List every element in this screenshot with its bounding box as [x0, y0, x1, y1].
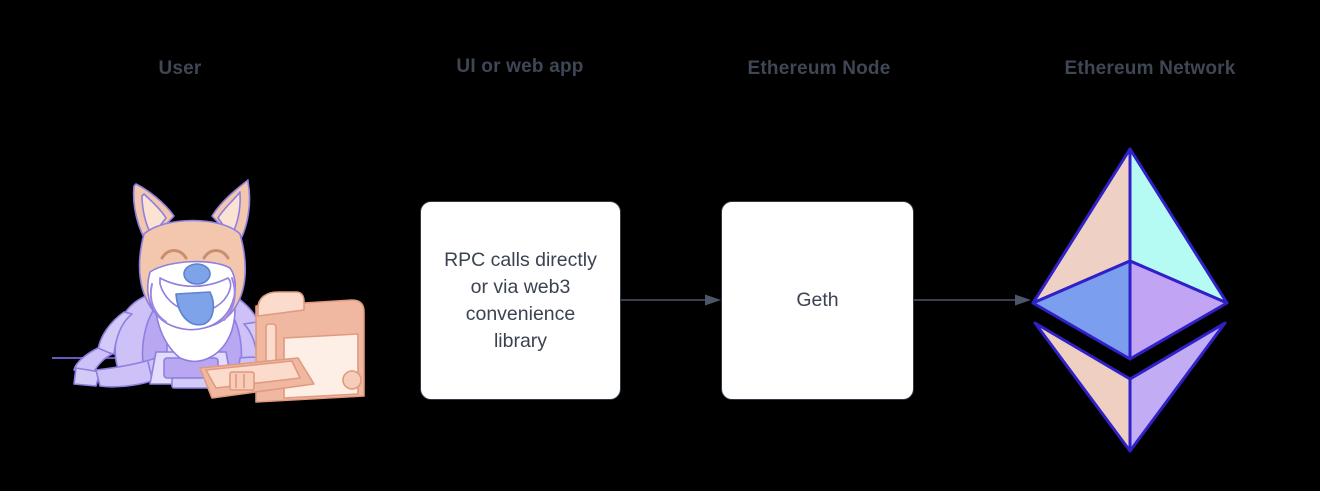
computer-dial-icon — [342, 370, 362, 390]
arrow-geth-to-network — [914, 294, 1032, 306]
column-title-user: User — [158, 58, 202, 79]
arrow-rpc-to-geth — [621, 294, 722, 306]
spacesuit-left-forearm — [73, 367, 101, 387]
column-title-ethereum-network: Ethereum Network — [1064, 58, 1236, 79]
ethereum-diamond-icon — [1031, 147, 1229, 453]
arrow-geth-to-network-icon — [914, 294, 1031, 306]
arrow-rpc-to-geth-icon — [621, 294, 721, 306]
floppy-slot-lines — [235, 374, 245, 388]
node-box-rpc[interactable]: RPC calls directly or via web3 convenien… — [420, 201, 621, 400]
eye-left-icon — [160, 249, 188, 260]
eye-right-icon — [202, 249, 230, 260]
column-title-ethereum-node: Ethereum Node — [747, 58, 891, 79]
node-box-rpc-label: RPC calls directly or via web3 convenien… — [444, 248, 597, 352]
spacesuit-left-arm-upper — [97, 311, 133, 355]
helmet-collar — [149, 277, 236, 323]
computer-floppy-slot — [229, 371, 255, 391]
computer-handle — [257, 291, 305, 317]
eth-facet-bottom-right — [1128, 321, 1227, 453]
node-box-geth-label: Geth — [796, 289, 839, 311]
eth-facet-mid-right — [1128, 259, 1229, 361]
nose-icon — [183, 263, 211, 285]
column-title-ui-or-web-app: UI or web app — [456, 56, 584, 77]
shiba-astronaut-svg — [52, 179, 365, 403]
user-illustration — [52, 172, 372, 407]
tongue — [175, 291, 215, 326]
node-box-geth[interactable]: Geth — [721, 201, 914, 400]
ethereum-logo — [1029, 146, 1231, 454]
